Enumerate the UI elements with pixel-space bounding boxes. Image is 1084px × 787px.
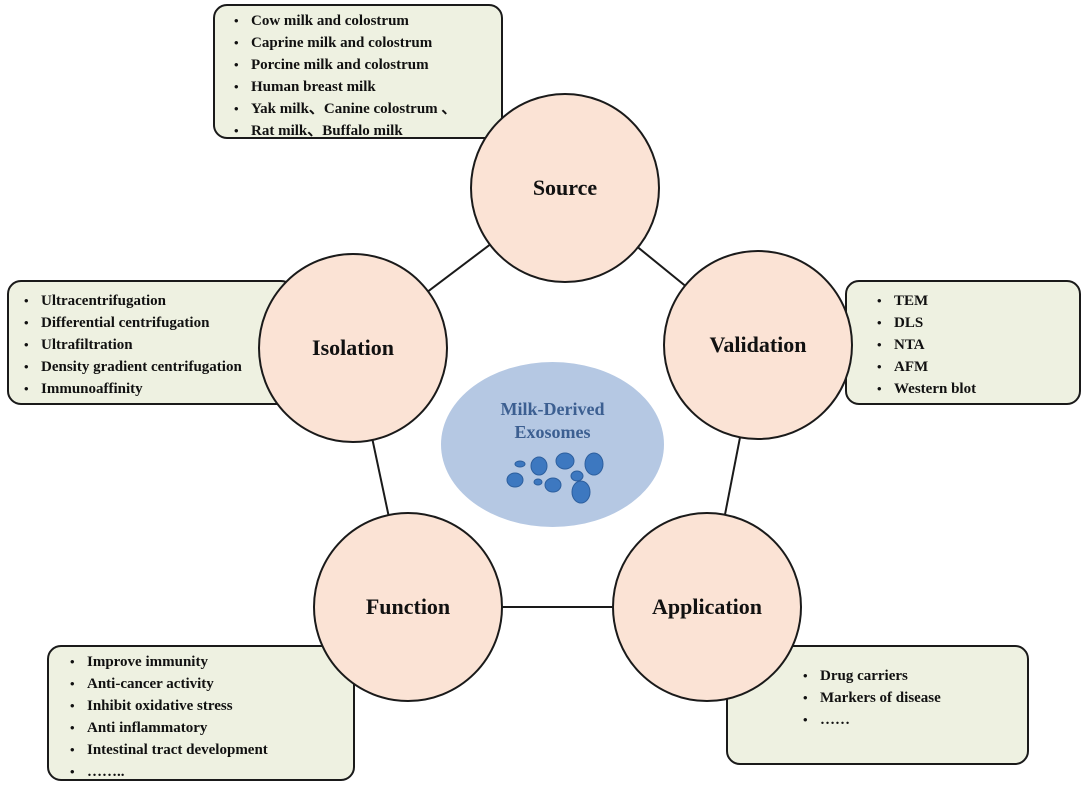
exosome-particle	[584, 452, 604, 476]
function-item: Intestinal tract development	[65, 739, 353, 761]
exosome-particle	[533, 478, 543, 486]
validation-node-label: Validation	[709, 332, 807, 357]
validation-node: Validation	[663, 250, 853, 440]
function-list-box: Improve immunity Anti-cancer activity In…	[47, 645, 355, 783]
center-exosome-circle: Milk-Derived Exosomes	[441, 362, 664, 527]
validation-item: TEM	[872, 290, 1079, 312]
exosome-particle	[506, 472, 524, 488]
source-item: Human breast milk	[229, 76, 501, 98]
function-item: ……..	[65, 761, 353, 783]
isolation-item: Ultracentrifugation	[19, 290, 293, 312]
exosome-particle	[570, 470, 584, 482]
center-label-line1: Milk-Derived	[500, 399, 605, 419]
exosome-particle	[555, 452, 575, 470]
exosome-particle	[514, 460, 526, 468]
isolation-item: Differential centrifugation	[19, 312, 293, 334]
exosome-particle	[571, 480, 591, 504]
isolation-item: Ultrafiltration	[19, 334, 293, 356]
application-node: Application	[612, 512, 802, 702]
application-item: ……	[798, 709, 1027, 731]
validation-item: DLS	[872, 312, 1079, 334]
validation-item: Western blot	[872, 378, 1079, 400]
source-item: Cow milk and colostrum	[229, 10, 501, 32]
isolation-item: Density gradient centrifugation	[19, 356, 293, 378]
isolation-node: Isolation	[258, 253, 448, 443]
application-node-label: Application	[651, 594, 763, 619]
function-item: Improve immunity	[65, 651, 353, 673]
source-item-continuation: Rat milk、Buffalo milk	[229, 120, 501, 142]
center-label-line2: Exosomes	[514, 422, 591, 442]
center-label: Milk-Derived Exosomes	[441, 398, 664, 444]
function-item: Anti-cancer activity	[65, 673, 353, 695]
application-item: Drug carriers	[798, 665, 1027, 687]
validation-list-box: TEM DLS NTA AFM Western blot	[845, 280, 1081, 405]
function-node: Function	[313, 512, 503, 702]
exosome-particle	[544, 477, 562, 493]
exosome-particles-icon	[506, 452, 604, 504]
source-list-box: Cow milk and colostrum Caprine milk and …	[213, 4, 503, 142]
source-node-label: Source	[532, 175, 598, 200]
validation-item: NTA	[872, 334, 1079, 356]
isolation-list-box: Ultracentrifugation Differential centrif…	[7, 280, 295, 405]
source-item: Porcine milk and colostrum	[229, 54, 501, 76]
exosome-particle	[530, 456, 548, 476]
source-item: Yak milk、Canine colostrum 、	[229, 98, 501, 120]
function-node-label: Function	[365, 594, 451, 619]
application-item: Markers of disease	[798, 687, 1027, 709]
function-item: Anti inflammatory	[65, 717, 353, 739]
isolation-node-label: Isolation	[312, 335, 394, 360]
function-item: Inhibit oxidative stress	[65, 695, 353, 717]
source-item: Caprine milk and colostrum	[229, 32, 501, 54]
source-node: Source	[470, 93, 660, 283]
validation-item: AFM	[872, 356, 1079, 378]
isolation-item: Immunoaffinity	[19, 378, 293, 400]
